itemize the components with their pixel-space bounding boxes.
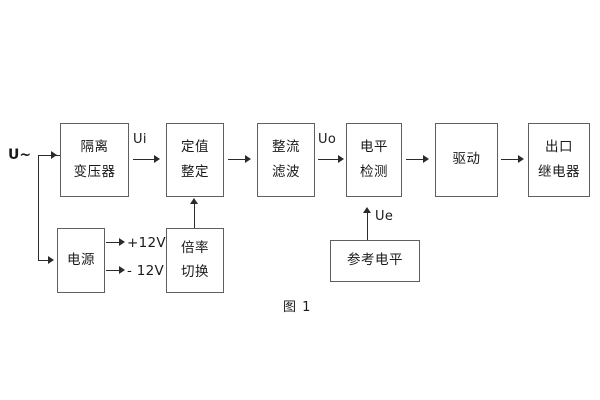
block-output-relay[interactable]: 出口 继电器 bbox=[528, 123, 590, 197]
block-drive[interactable]: 驱动 bbox=[435, 123, 498, 197]
arrow-reference-to-level-line bbox=[367, 213, 368, 240]
arrow-drive-to-relay-arrowhead-icon bbox=[518, 155, 524, 163]
arrow-reference-to-level-arrowhead-icon bbox=[363, 207, 371, 213]
block-level-detect[interactable]: 电平 检测 bbox=[346, 123, 402, 197]
block-rectify-filter-line1: 整流 bbox=[272, 139, 300, 155]
block-output-relay-line2: 继电器 bbox=[538, 163, 580, 180]
arrow-setting-to-rectify-line bbox=[228, 159, 248, 160]
figure-caption: 图 1 bbox=[283, 300, 312, 315]
block-isolation-transformer[interactable]: 隔离 变压器 bbox=[60, 123, 129, 197]
rail-negative-line bbox=[106, 270, 122, 271]
block-level-detect-line2: 检测 bbox=[360, 163, 388, 180]
block-level-detect-line1: 电平 bbox=[360, 139, 388, 155]
rail-negative-label: - 12V bbox=[127, 263, 165, 279]
arrow-rectify-to-level-arrowhead-icon bbox=[338, 155, 344, 163]
signal-label-ue: Ue bbox=[375, 209, 394, 224]
arrow-ratio-to-setting-line bbox=[194, 204, 195, 228]
block-setting-value-line1: 定值 bbox=[181, 139, 209, 155]
block-rectify-filter-line2: 滤波 bbox=[272, 163, 300, 180]
arrow-transformer-to-setting-line bbox=[133, 159, 157, 160]
arrow-level-to-drive-line bbox=[406, 159, 426, 160]
block-drive-line1: 驱动 bbox=[452, 151, 481, 168]
block-setting-value-line2: 整定 bbox=[181, 163, 209, 180]
block-reference-level-line1: 参考电平 bbox=[347, 252, 403, 269]
rail-negative-arrowhead-icon bbox=[119, 266, 125, 274]
block-isolation-transformer-line1: 隔离 bbox=[80, 139, 109, 155]
block-ratio-switch-line2: 切换 bbox=[181, 264, 209, 280]
signal-label-ui: Ui bbox=[133, 132, 147, 147]
rail-positive-label: +12V bbox=[127, 235, 166, 251]
arrow-setting-to-rectify-arrowhead-icon bbox=[245, 155, 251, 163]
rail-positive-line bbox=[106, 242, 122, 243]
block-setting-value[interactable]: 定值 整定 bbox=[166, 123, 224, 197]
block-power-supply-line1: 电源 bbox=[67, 251, 95, 268]
block-reference-level[interactable]: 参考电平 bbox=[330, 240, 420, 282]
signal-label-uo: Uo bbox=[318, 132, 337, 147]
arrow-ratio-to-setting-arrowhead-icon bbox=[190, 198, 198, 204]
input-source-label: U~ bbox=[8, 147, 32, 163]
rail-positive-arrowhead-icon bbox=[119, 238, 125, 246]
input-feed-transformer-line bbox=[38, 155, 54, 156]
block-ratio-switch[interactable]: 倍率 切换 bbox=[166, 228, 224, 293]
block-power-supply[interactable]: 电源 bbox=[57, 228, 105, 293]
block-rectify-filter[interactable]: 整流 滤波 bbox=[257, 123, 315, 197]
input-feed-power-line bbox=[38, 260, 51, 261]
arrow-rectify-to-level-line bbox=[318, 159, 341, 160]
arrow-transformer-to-setting-arrowhead-icon bbox=[154, 155, 160, 163]
block-isolation-transformer-line2: 变压器 bbox=[73, 163, 116, 180]
arrow-drive-to-relay-line bbox=[501, 159, 521, 160]
input-feed-transformer-arrow-icon bbox=[51, 151, 57, 159]
arrow-level-to-drive-arrowhead-icon bbox=[423, 155, 429, 163]
block-ratio-switch-line1: 倍率 bbox=[181, 239, 209, 256]
input-feed-power-arrow-icon bbox=[48, 256, 54, 264]
block-output-relay-line1: 出口 bbox=[545, 139, 573, 155]
input-branch-riser bbox=[38, 155, 39, 260]
